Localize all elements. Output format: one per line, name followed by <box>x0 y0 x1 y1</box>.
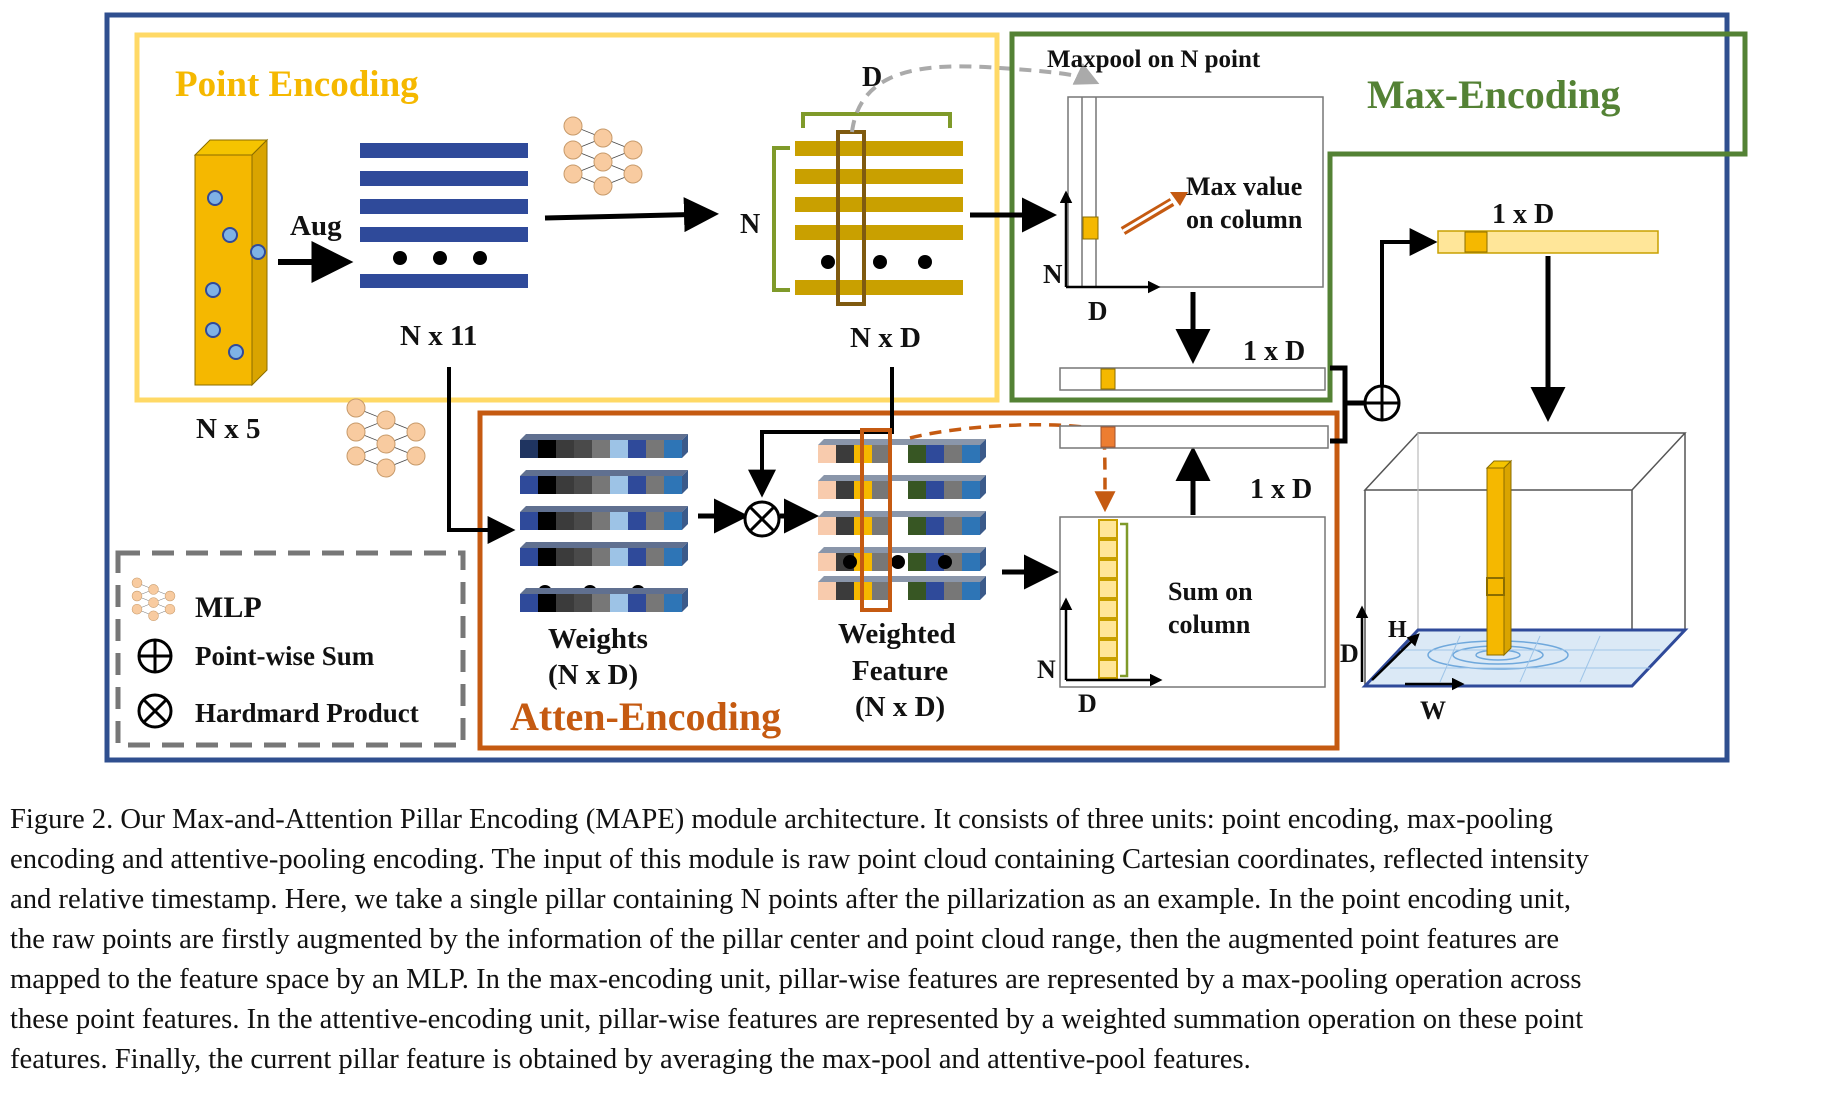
caption-line: encoding and attentive-pooling encoding.… <box>10 844 1589 875</box>
weights-label-1: Weights <box>548 623 648 655</box>
point-features <box>795 130 963 306</box>
sum-label-1: Sum on <box>1168 577 1253 606</box>
caption-line: Figure 2. Our Max-and-Attention Pillar E… <box>10 804 1553 835</box>
sum-label-2: column <box>1168 610 1251 639</box>
maxpool-dashed-arrow <box>850 63 1100 133</box>
pointwise-sum-icon <box>1363 384 1401 422</box>
label-1xd-final: 1 x D <box>1492 199 1554 230</box>
caption-line: and relative timestamp. Here, we take a … <box>10 884 1572 915</box>
sum-column <box>1098 519 1118 679</box>
raw-pillar <box>193 138 269 387</box>
legend-box <box>115 550 466 748</box>
arrow-features-to-product <box>748 367 894 498</box>
weighted-feature-matrix <box>818 428 986 612</box>
legend-sum-label: Point-wise Sum <box>195 641 375 671</box>
atten-feature-vector <box>1059 425 1329 449</box>
merge-bracket <box>1330 365 1365 444</box>
max-value-label-1: Max value <box>1186 172 1302 201</box>
label-n-x-d: N x D <box>850 322 921 354</box>
axis-d2-label: D <box>1078 689 1097 718</box>
mlp-icon-top <box>563 116 643 196</box>
max-encoding-box <box>1009 31 1748 403</box>
label-1xd-max: 1 x D <box>1243 336 1305 367</box>
arrow-to-weights <box>447 367 516 544</box>
max-value-label-2: on column <box>1186 205 1303 234</box>
caption-line: the raw points are firstly augmented by … <box>10 924 1560 955</box>
figure-caption: Figure 2. Our Max-and-Attention Pillar E… <box>10 800 1820 1080</box>
legend-sum-icon <box>137 638 173 674</box>
augmented-features <box>360 143 528 288</box>
max-feature-vector <box>1059 367 1326 391</box>
box-h-label: H <box>1388 617 1407 643</box>
box-w-label: W <box>1420 696 1446 725</box>
axis-n-label: N <box>1043 259 1063 289</box>
figure-diagram: Point Encoding N x 5 Aug N x 11 <box>104 12 1748 763</box>
label-maxpool: Maxpool on N point <box>1047 46 1261 73</box>
label-aug: Aug <box>290 210 342 242</box>
outer-frame <box>104 12 1730 763</box>
box-d-label: D <box>1340 639 1359 668</box>
caption-line: these point features. In the attentive-e… <box>10 1004 1584 1035</box>
caption-line: mapped to the feature space by an MLP. I… <box>10 964 1582 995</box>
mlp-icon-bottom <box>346 398 426 478</box>
pseudo-image-box <box>1355 432 1689 691</box>
n-bracket <box>772 146 790 292</box>
legend-product-label: Hardmard Product <box>195 698 419 728</box>
legend-mlp-label: MLP <box>195 591 262 624</box>
mlp-arrow <box>544 197 719 233</box>
legend-product-icon <box>137 693 173 729</box>
axis-n2-label: N <box>1037 655 1056 684</box>
legend-mlp-icon <box>131 577 176 622</box>
weighted-label-3: (N x D) <box>855 691 945 723</box>
max-value-cell <box>1082 216 1099 240</box>
max-encoding-title: Max-Encoding <box>1367 72 1620 117</box>
weights-matrix <box>520 434 688 612</box>
pillar-feature-vector <box>1437 230 1659 254</box>
sum-dashed-arrow <box>909 422 1116 513</box>
weighted-label-2: Feature <box>852 655 948 687</box>
label-n-x-5: N x 5 <box>196 413 260 445</box>
atten-encoding-box <box>477 410 1340 751</box>
hadamard-product-icon <box>743 500 781 538</box>
atten-encoding-title: Atten-Encoding <box>510 694 781 739</box>
weights-label-2: (N x D) <box>548 659 638 691</box>
weighted-label-1: Weighted <box>838 618 956 650</box>
axis-d-label: D <box>1088 296 1108 326</box>
label-n-x-11: N x 11 <box>400 320 477 352</box>
label-d-top: D <box>862 62 882 93</box>
arrow-sum-to-pillar-feature <box>1380 228 1438 386</box>
label-1xd-atten: 1 x D <box>1250 474 1312 505</box>
d-bracket <box>801 112 952 128</box>
label-n-side: N <box>740 209 760 240</box>
point-encoding-title: Point Encoding <box>175 64 419 105</box>
caption-line: features. Finally, the current pillar fe… <box>10 1044 1251 1075</box>
